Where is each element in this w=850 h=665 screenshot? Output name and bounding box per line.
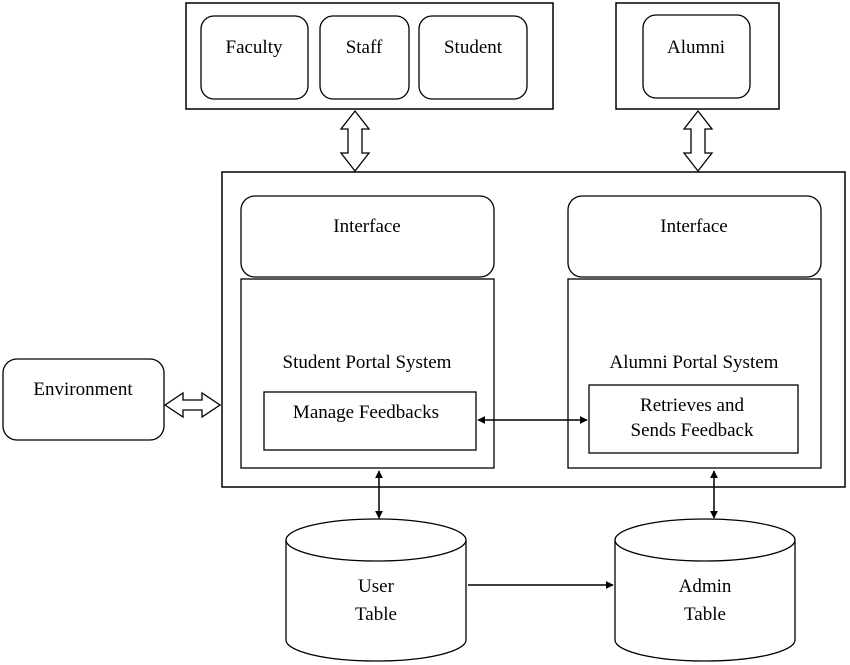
staff-node: Staff (319, 15, 410, 100)
admin-table-label-line2: Table (684, 604, 726, 625)
alumni-portal-label: Alumni Portal System (610, 352, 779, 373)
manage-feedbacks-node: Manage Feedbacks (263, 391, 477, 451)
admin-table-db: Admin Table (614, 518, 796, 662)
environment-label: Environment (33, 379, 133, 400)
hollow-double-arrow-right (682, 109, 714, 173)
alumni-node: Alumni (642, 14, 751, 99)
student-interface-node: Interface (240, 195, 495, 278)
faculty-node: Faculty (200, 15, 309, 100)
staff-label: Staff (346, 37, 383, 58)
retrieves-feedback-label-line2: Sends Feedback (631, 420, 754, 441)
student-portal-label: Student Portal System (283, 352, 452, 373)
hollow-double-arrow-environment (163, 391, 222, 419)
manage-feedbacks-label: Manage Feedbacks (293, 402, 439, 423)
environment-node: Environment (2, 358, 165, 441)
student-interface-label: Interface (333, 216, 401, 237)
alumni-interface-node: Interface (567, 195, 822, 278)
student-label: Student (444, 37, 503, 58)
retrieves-feedback-label-line1: Retrieves and (640, 395, 744, 416)
hollow-double-arrow-left (339, 109, 371, 173)
retrieves-feedback-node: Retrieves and Sends Feedback (588, 384, 799, 454)
user-table-label-line1: User (358, 576, 395, 597)
user-table-db: User Table (285, 518, 467, 662)
student-node: Student (418, 15, 528, 100)
admin-table-label-line1: Admin (679, 576, 732, 597)
faculty-label: Faculty (226, 37, 283, 58)
alumni-interface-label: Interface (660, 216, 728, 237)
user-table-label-line2: Table (355, 604, 397, 625)
alumni-label: Alumni (667, 37, 725, 58)
